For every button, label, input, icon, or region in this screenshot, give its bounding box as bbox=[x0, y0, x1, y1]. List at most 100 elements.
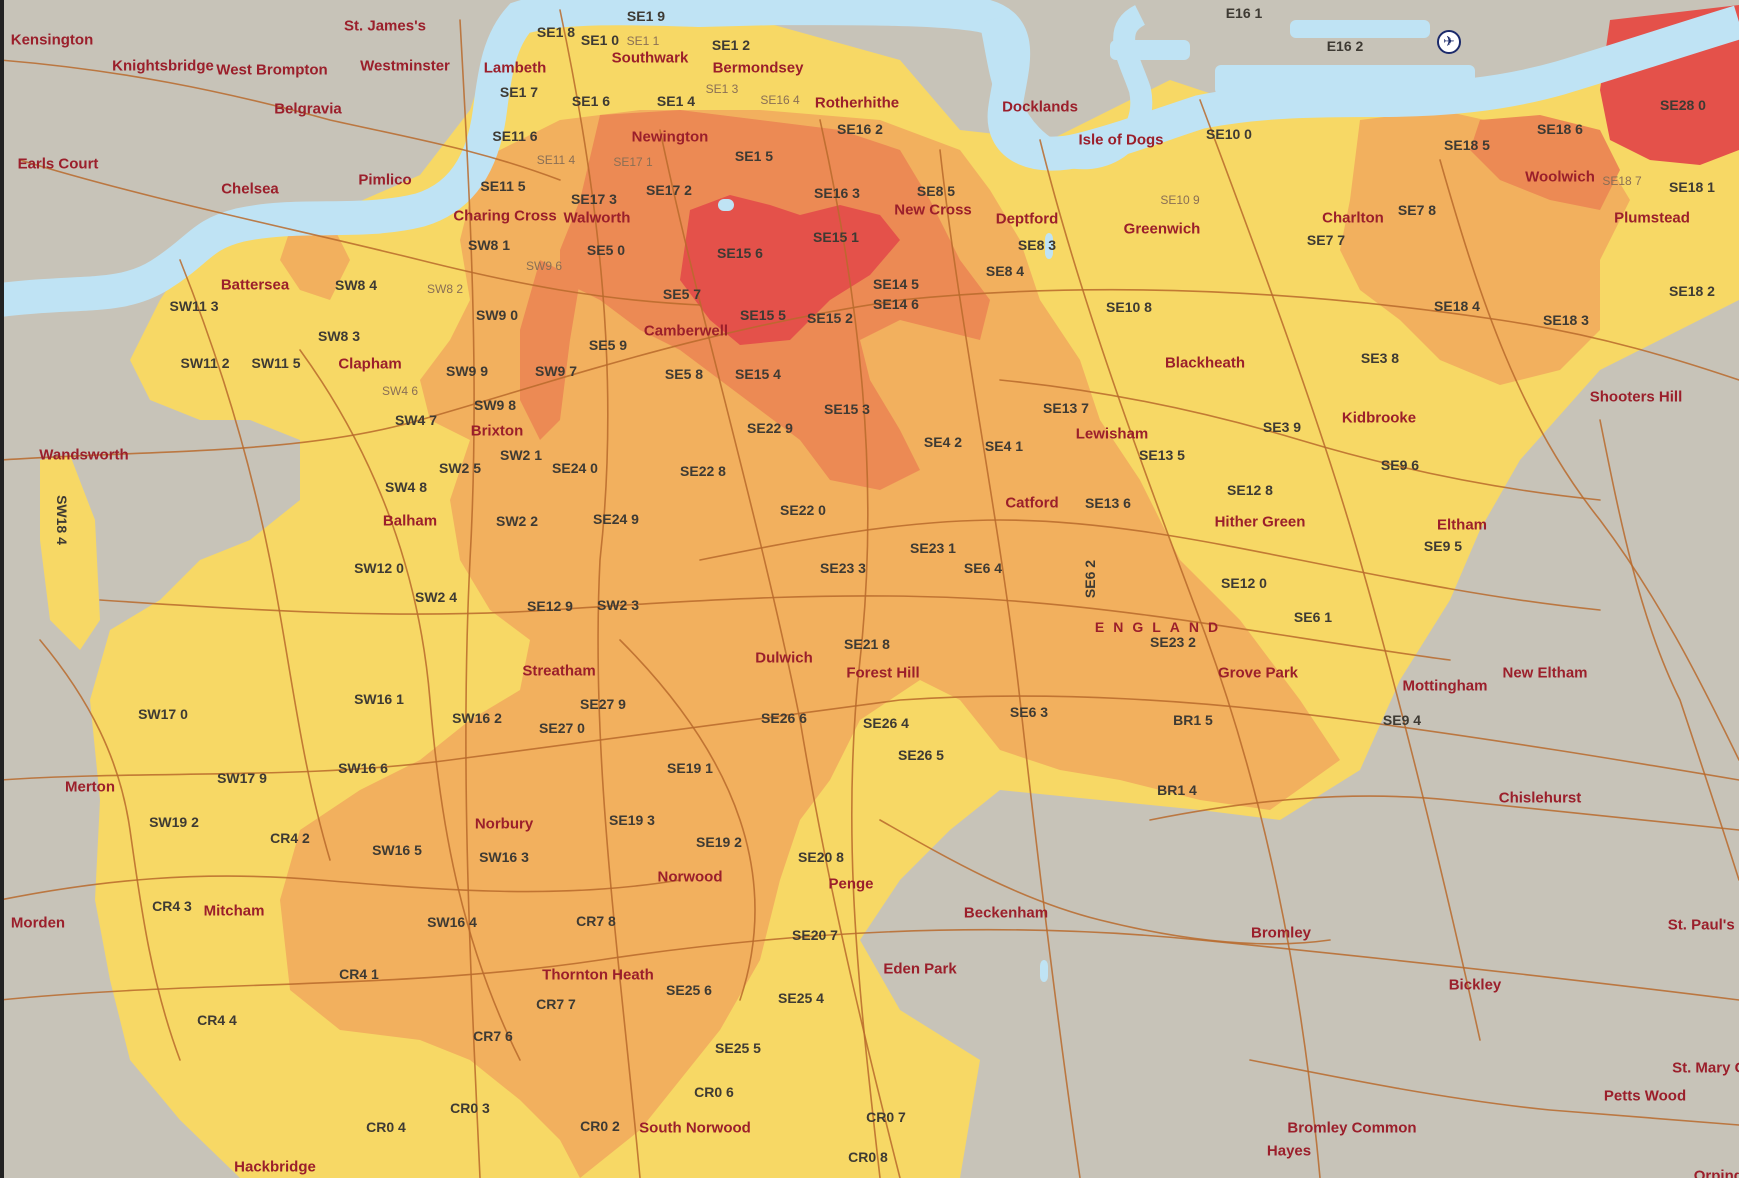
postcode-label: SE6 1 bbox=[1293, 609, 1333, 625]
water-patch bbox=[1110, 40, 1190, 60]
place-label: Streatham bbox=[522, 662, 596, 680]
postcode-label: SE15 2 bbox=[807, 310, 853, 326]
postcode-label: SW9 7 bbox=[534, 363, 578, 379]
postcode-label: SE26 5 bbox=[898, 747, 944, 763]
postcode-label: SE5 8 bbox=[664, 366, 704, 382]
road bbox=[699, 519, 1601, 611]
postcode-label: SW8 4 bbox=[334, 277, 378, 293]
postcode-label: SW8 3 bbox=[317, 328, 361, 344]
postcode-label: SW9 9 bbox=[445, 363, 489, 379]
postcode-label: SE14 6 bbox=[873, 296, 919, 312]
postcode-label: SE1 8 bbox=[536, 24, 576, 40]
postcode-label: SW8 2 bbox=[426, 282, 464, 296]
place-label: Clapham bbox=[338, 355, 402, 373]
place-label: Mitcham bbox=[203, 902, 265, 920]
postcode-label: SE12 9 bbox=[527, 598, 573, 614]
postcode-label: CR0 7 bbox=[866, 1109, 906, 1125]
postcode-label: SE25 5 bbox=[715, 1040, 761, 1056]
place-label: Bromley Common bbox=[1287, 1119, 1417, 1137]
postcode-label: SE28 0 bbox=[1660, 97, 1706, 113]
place-label: Eltham bbox=[1436, 516, 1488, 534]
postcode-label: SE16 2 bbox=[837, 121, 883, 137]
airport-icon[interactable]: ✈ bbox=[1437, 30, 1461, 54]
postcode-label: CR4 3 bbox=[152, 898, 192, 914]
postcode-label: SE11 5 bbox=[480, 178, 526, 194]
postcode-label: SW11 3 bbox=[169, 298, 219, 314]
place-label: Battersea bbox=[220, 276, 290, 294]
road bbox=[999, 379, 1601, 501]
postcode-label: SE19 1 bbox=[667, 760, 713, 776]
postcode-label: SE1 4 bbox=[656, 93, 696, 109]
place-label: Forest Hill bbox=[846, 664, 920, 682]
place-label: New Cross bbox=[894, 201, 972, 219]
postcode-label: SE10 9 bbox=[1160, 193, 1200, 207]
place-label: Wandsworth bbox=[39, 446, 129, 464]
place-label: Bermondsey bbox=[712, 59, 804, 77]
window-bottom-strip bbox=[0, 1178, 1739, 1190]
place-label: Merton bbox=[65, 778, 115, 796]
place-label: Norbury bbox=[474, 815, 534, 833]
place-label: Westminster bbox=[360, 57, 450, 75]
postcode-label: SE4 1 bbox=[984, 438, 1024, 454]
postcode-label: CR4 1 bbox=[339, 966, 379, 982]
postcode-label: SE15 4 bbox=[735, 366, 781, 382]
postcode-label: SW2 2 bbox=[495, 513, 539, 529]
place-label: Kensington bbox=[10, 31, 94, 49]
place-label: Chelsea bbox=[221, 180, 279, 198]
postcode-label: CR0 3 bbox=[450, 1100, 490, 1116]
postcode-label: SE8 4 bbox=[985, 263, 1025, 279]
postcode-label: CR7 6 bbox=[473, 1028, 513, 1044]
postcode-label: SE26 4 bbox=[863, 715, 909, 731]
place-label: Dulwich bbox=[755, 649, 813, 667]
postcode-label: SE13 5 bbox=[1139, 447, 1185, 463]
postcode-label: SE20 7 bbox=[792, 927, 838, 943]
postcode-label: SE1 2 bbox=[711, 37, 751, 53]
place-label: St. James's bbox=[344, 17, 426, 35]
country-label: ENGLAND bbox=[1094, 619, 1228, 635]
postcode-label: SE12 8 bbox=[1227, 482, 1273, 498]
postcode-label: SW8 1 bbox=[467, 237, 511, 253]
postcode-label: SE6 3 bbox=[1009, 704, 1049, 720]
postcode-label: SE7 7 bbox=[1306, 232, 1346, 248]
road bbox=[179, 259, 331, 861]
place-label: Hither Green bbox=[1214, 513, 1306, 531]
road-network bbox=[0, 9, 1739, 1179]
postcode-label: SW9 0 bbox=[475, 307, 519, 323]
postcode-label: SE24 0 bbox=[552, 460, 598, 476]
place-label: Kidbrooke bbox=[1341, 409, 1417, 427]
postcode-label: SW11 2 bbox=[180, 355, 230, 371]
water-patch bbox=[1045, 233, 1053, 259]
postcode-label: SE1 5 bbox=[734, 148, 774, 164]
road bbox=[879, 819, 1331, 945]
postcode-label: SE3 8 bbox=[1360, 350, 1400, 366]
water-patch bbox=[1040, 960, 1048, 982]
road bbox=[939, 149, 1081, 1179]
road bbox=[619, 639, 756, 1001]
place-label: Mottingham bbox=[1402, 677, 1488, 695]
postcode-label: SE5 9 bbox=[588, 337, 628, 353]
road bbox=[99, 595, 1451, 661]
postcode-label: SE24 9 bbox=[593, 511, 639, 527]
place-label: Beckenham bbox=[963, 904, 1049, 922]
postcode-label: SE4 2 bbox=[923, 434, 963, 450]
road bbox=[819, 119, 881, 1179]
road bbox=[0, 288, 1739, 461]
place-label: Brixton bbox=[470, 422, 524, 440]
window-left-border bbox=[0, 0, 4, 1190]
postcode-label: SE18 7 bbox=[1602, 174, 1642, 188]
postcode-label: SE8 3 bbox=[1017, 237, 1057, 253]
postcode-label: CR0 2 bbox=[580, 1118, 620, 1134]
postcode-label: SE10 0 bbox=[1206, 126, 1252, 142]
road bbox=[0, 875, 681, 901]
road bbox=[559, 9, 641, 1179]
place-label: Penge bbox=[828, 875, 874, 893]
postcode-label: CR0 6 bbox=[694, 1084, 734, 1100]
road bbox=[659, 129, 901, 1179]
place-label: Charlton bbox=[1322, 209, 1384, 227]
postcode-label: SE13 6 bbox=[1085, 495, 1131, 511]
postcode-label: E16 2 bbox=[1326, 38, 1364, 54]
place-label: Lambeth bbox=[483, 59, 547, 77]
place-label: Isle of Dogs bbox=[1078, 131, 1164, 149]
